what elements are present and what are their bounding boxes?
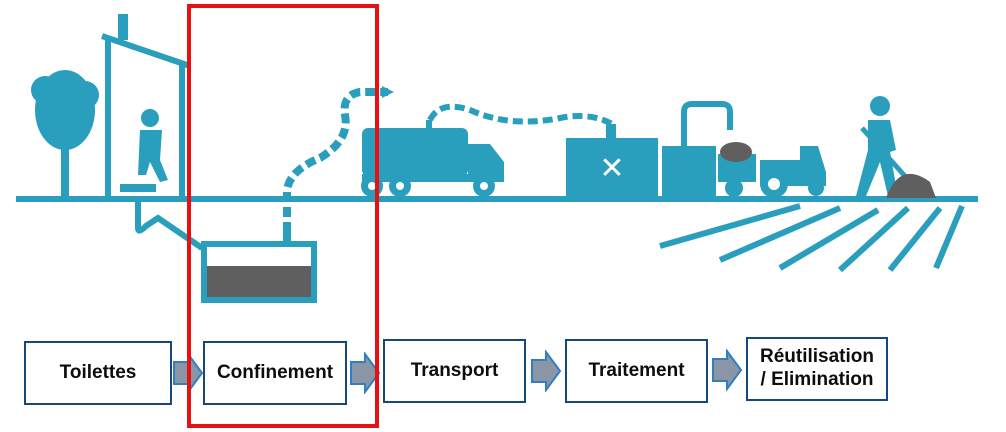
ground-line <box>16 196 978 202</box>
step-transport: Transport <box>383 339 526 403</box>
field-furrows-icon <box>659 203 965 273</box>
squatting-person-icon <box>120 109 168 192</box>
flow-arrow-icon <box>712 349 743 391</box>
latrine-icon <box>101 14 191 198</box>
treatment-plant-icon: ✕ <box>566 101 733 198</box>
highlight-frame <box>187 4 379 428</box>
discharge-hose <box>427 103 614 127</box>
step-traitement: Traitement <box>565 339 708 403</box>
step-toilettes: Toilettes <box>24 341 172 405</box>
step-reutilisation-elimination: Réutilisation / Elimination <box>746 337 888 401</box>
flow-arrow-icon <box>350 352 381 394</box>
step-confinement: Confinement <box>203 341 347 405</box>
tree-icon <box>31 70 99 198</box>
tractor-icon <box>718 142 826 198</box>
svg-text:✕: ✕ <box>599 151 624 186</box>
sanitation-chain-illustration: ✕ <box>16 14 978 303</box>
flow-arrow-icon <box>531 350 562 392</box>
toilet-drain-pipe <box>135 200 204 251</box>
septic-tank-icon <box>201 230 317 303</box>
vacuum-truck-icon <box>361 120 504 197</box>
farmer-shovel-icon <box>856 96 936 198</box>
